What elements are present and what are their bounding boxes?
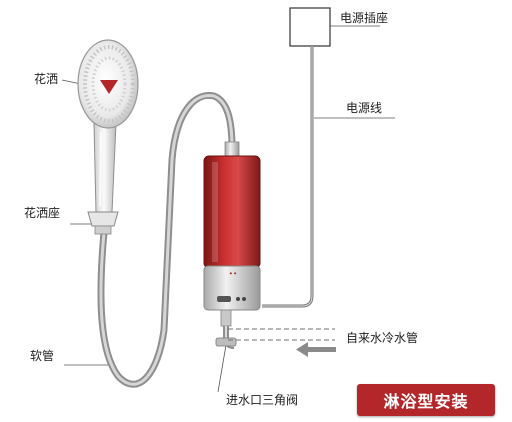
- label-hose: 软管: [30, 349, 55, 363]
- shower-holder: [87, 211, 119, 235]
- flow-arrow: [296, 342, 336, 357]
- label-cold-water-pipe: 自来水冷水管: [346, 331, 419, 345]
- brand-logo: ⬩ ⬩: [229, 270, 237, 277]
- hose: [97, 91, 236, 388]
- power-socket: [289, 7, 331, 47]
- inlet-valve: [215, 309, 237, 349]
- label-power-socket: 电源插座: [340, 11, 389, 25]
- label-shower-head: 花洒: [34, 72, 59, 86]
- label-power-cord: 电源线: [346, 101, 383, 115]
- label-inlet-valve: 进水口三角阀: [226, 393, 299, 407]
- power-cord: [262, 46, 314, 308]
- badge-text: 淋浴型安装: [383, 392, 469, 411]
- installation-type-badge: 淋浴型安装: [357, 384, 495, 416]
- heater-top-fitting: [224, 141, 240, 157]
- shower-head: [77, 39, 139, 129]
- label-shower-holder: 花洒座: [24, 206, 61, 220]
- water-heater: [203, 155, 261, 311]
- shower-handle: [93, 123, 117, 213]
- cold-water-pipe: [228, 328, 335, 341]
